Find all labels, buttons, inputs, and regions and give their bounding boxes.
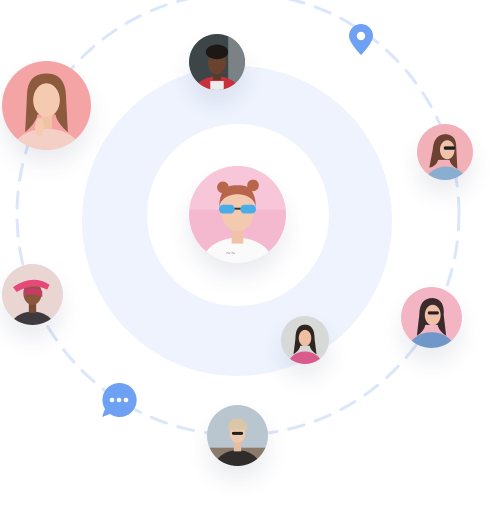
- inner-lower-avatar[interactable]: [281, 316, 329, 364]
- top-avatar[interactable]: [189, 34, 245, 90]
- left-avatar[interactable]: [2, 264, 63, 325]
- bottom-avatar[interactable]: [207, 405, 268, 466]
- right-lower-avatar[interactable]: [401, 287, 462, 348]
- svg-text:~~: ~~: [226, 251, 236, 257]
- chat-bubble[interactable]: [100, 381, 138, 419]
- top-left-avatar[interactable]: [2, 61, 91, 150]
- location-bubble[interactable]: [348, 24, 374, 56]
- center-avatar[interactable]: ~~: [189, 166, 286, 263]
- map-pin-icon: [349, 24, 373, 55]
- right-upper-avatar[interactable]: [417, 124, 473, 180]
- chat-bubble-icon: [102, 382, 137, 417]
